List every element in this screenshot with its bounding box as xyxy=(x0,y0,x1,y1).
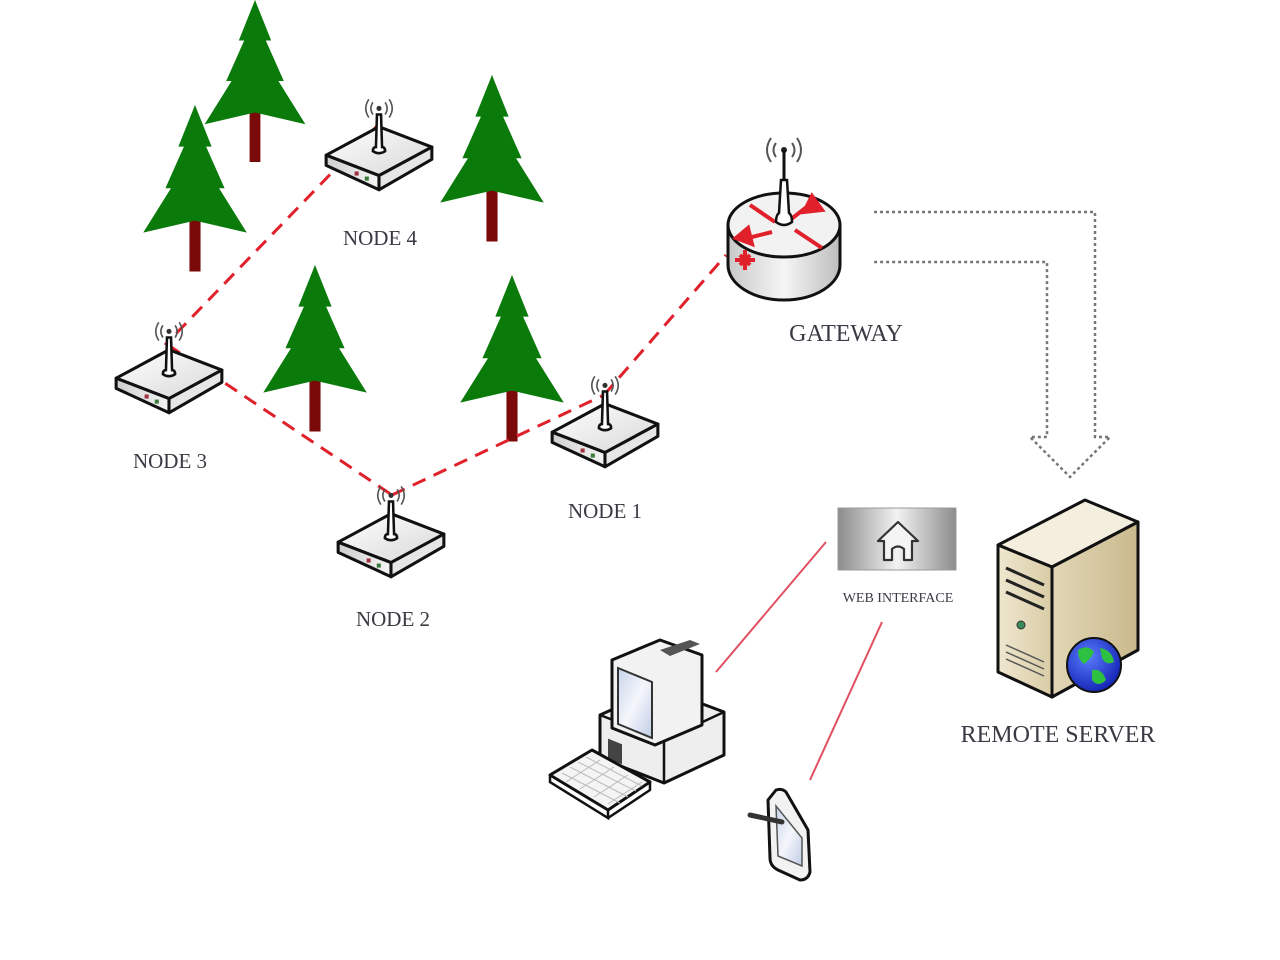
tablet-icon[interactable] xyxy=(747,787,812,882)
tree-icon xyxy=(460,275,564,442)
web-interface[interactable]: WEB INTERFACE xyxy=(837,507,957,606)
sensor-node-icon xyxy=(114,320,224,415)
home-icon xyxy=(876,520,920,562)
tree-icon xyxy=(440,75,544,242)
sensor-node-icon xyxy=(336,484,446,579)
node-label: NODE 4 xyxy=(343,226,418,250)
link-node1-gateway xyxy=(602,254,728,396)
node-4[interactable]: NODE 4 xyxy=(324,97,434,250)
sensor-node-icon xyxy=(324,97,434,192)
gateway-router-icon xyxy=(726,137,842,302)
node-label: NODE 3 xyxy=(133,449,207,473)
stylus-icon xyxy=(747,812,785,825)
desktop-computer-icon[interactable] xyxy=(548,638,726,821)
link-node2-node1 xyxy=(391,393,605,497)
node-3[interactable]: NODE 3 xyxy=(114,320,224,473)
uplink-arrow xyxy=(874,210,1114,479)
client-links xyxy=(715,541,883,781)
tree-icon xyxy=(204,0,306,162)
node-1[interactable]: NODE 1 xyxy=(550,374,660,523)
globe-icon xyxy=(1066,637,1122,693)
node-label: NODE 2 xyxy=(356,607,430,631)
server-icon xyxy=(996,498,1140,699)
tree-icon xyxy=(143,105,247,272)
link-web-tablet xyxy=(809,621,883,781)
web-interface-label: WEB INTERFACE xyxy=(843,591,954,606)
remote-server[interactable]: REMOTE SERVER xyxy=(961,498,1156,748)
remote-server-label: REMOTE SERVER xyxy=(961,722,1156,748)
sensor-node-icon xyxy=(550,374,660,469)
node-2[interactable]: NODE 2 xyxy=(336,484,446,631)
gateway[interactable]: GATEWAY xyxy=(726,137,903,347)
tree-icon xyxy=(263,265,367,432)
link-web-desktop xyxy=(715,541,827,673)
gateway-label: GATEWAY xyxy=(789,321,903,347)
node-label: NODE 1 xyxy=(568,499,642,523)
